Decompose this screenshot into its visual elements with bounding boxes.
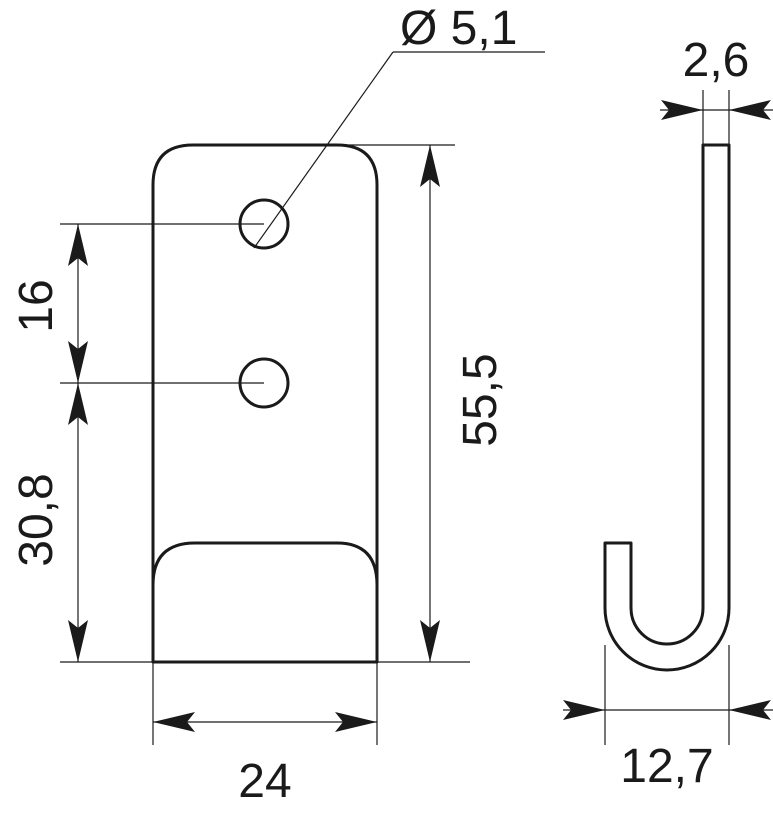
arrow-height-bottom [420,620,440,662]
arrow-hook-right [729,700,771,720]
arrow-width-left [153,712,195,732]
hook-depth-label: 12,7 [620,740,713,793]
arrow-16-bottom [68,341,88,383]
arrow-30-8-bottom [68,620,88,662]
bottom-to-hole-label: 30,8 [10,473,63,566]
total-height-label: 55,5 [454,353,507,446]
width-label: 24 [238,755,291,808]
arrow-hook-left [563,700,605,720]
bracket-hook-edge [151,541,379,587]
hook-profile [603,143,731,672]
arrow-thick-left [661,100,703,120]
diameter-leader-line [253,51,394,249]
arrow-thick-right [729,100,771,120]
arrow-height-top [420,145,440,187]
bracket-plate-outline [151,143,379,664]
arrow-width-right [335,712,377,732]
arrow-30-8-top [68,383,88,425]
thickness-label: 2,6 [683,34,750,87]
arrow-16-top [68,224,88,266]
hole-diameter-label: Ø 5,1 [400,2,517,55]
hole-spacing-label: 16 [10,279,63,332]
